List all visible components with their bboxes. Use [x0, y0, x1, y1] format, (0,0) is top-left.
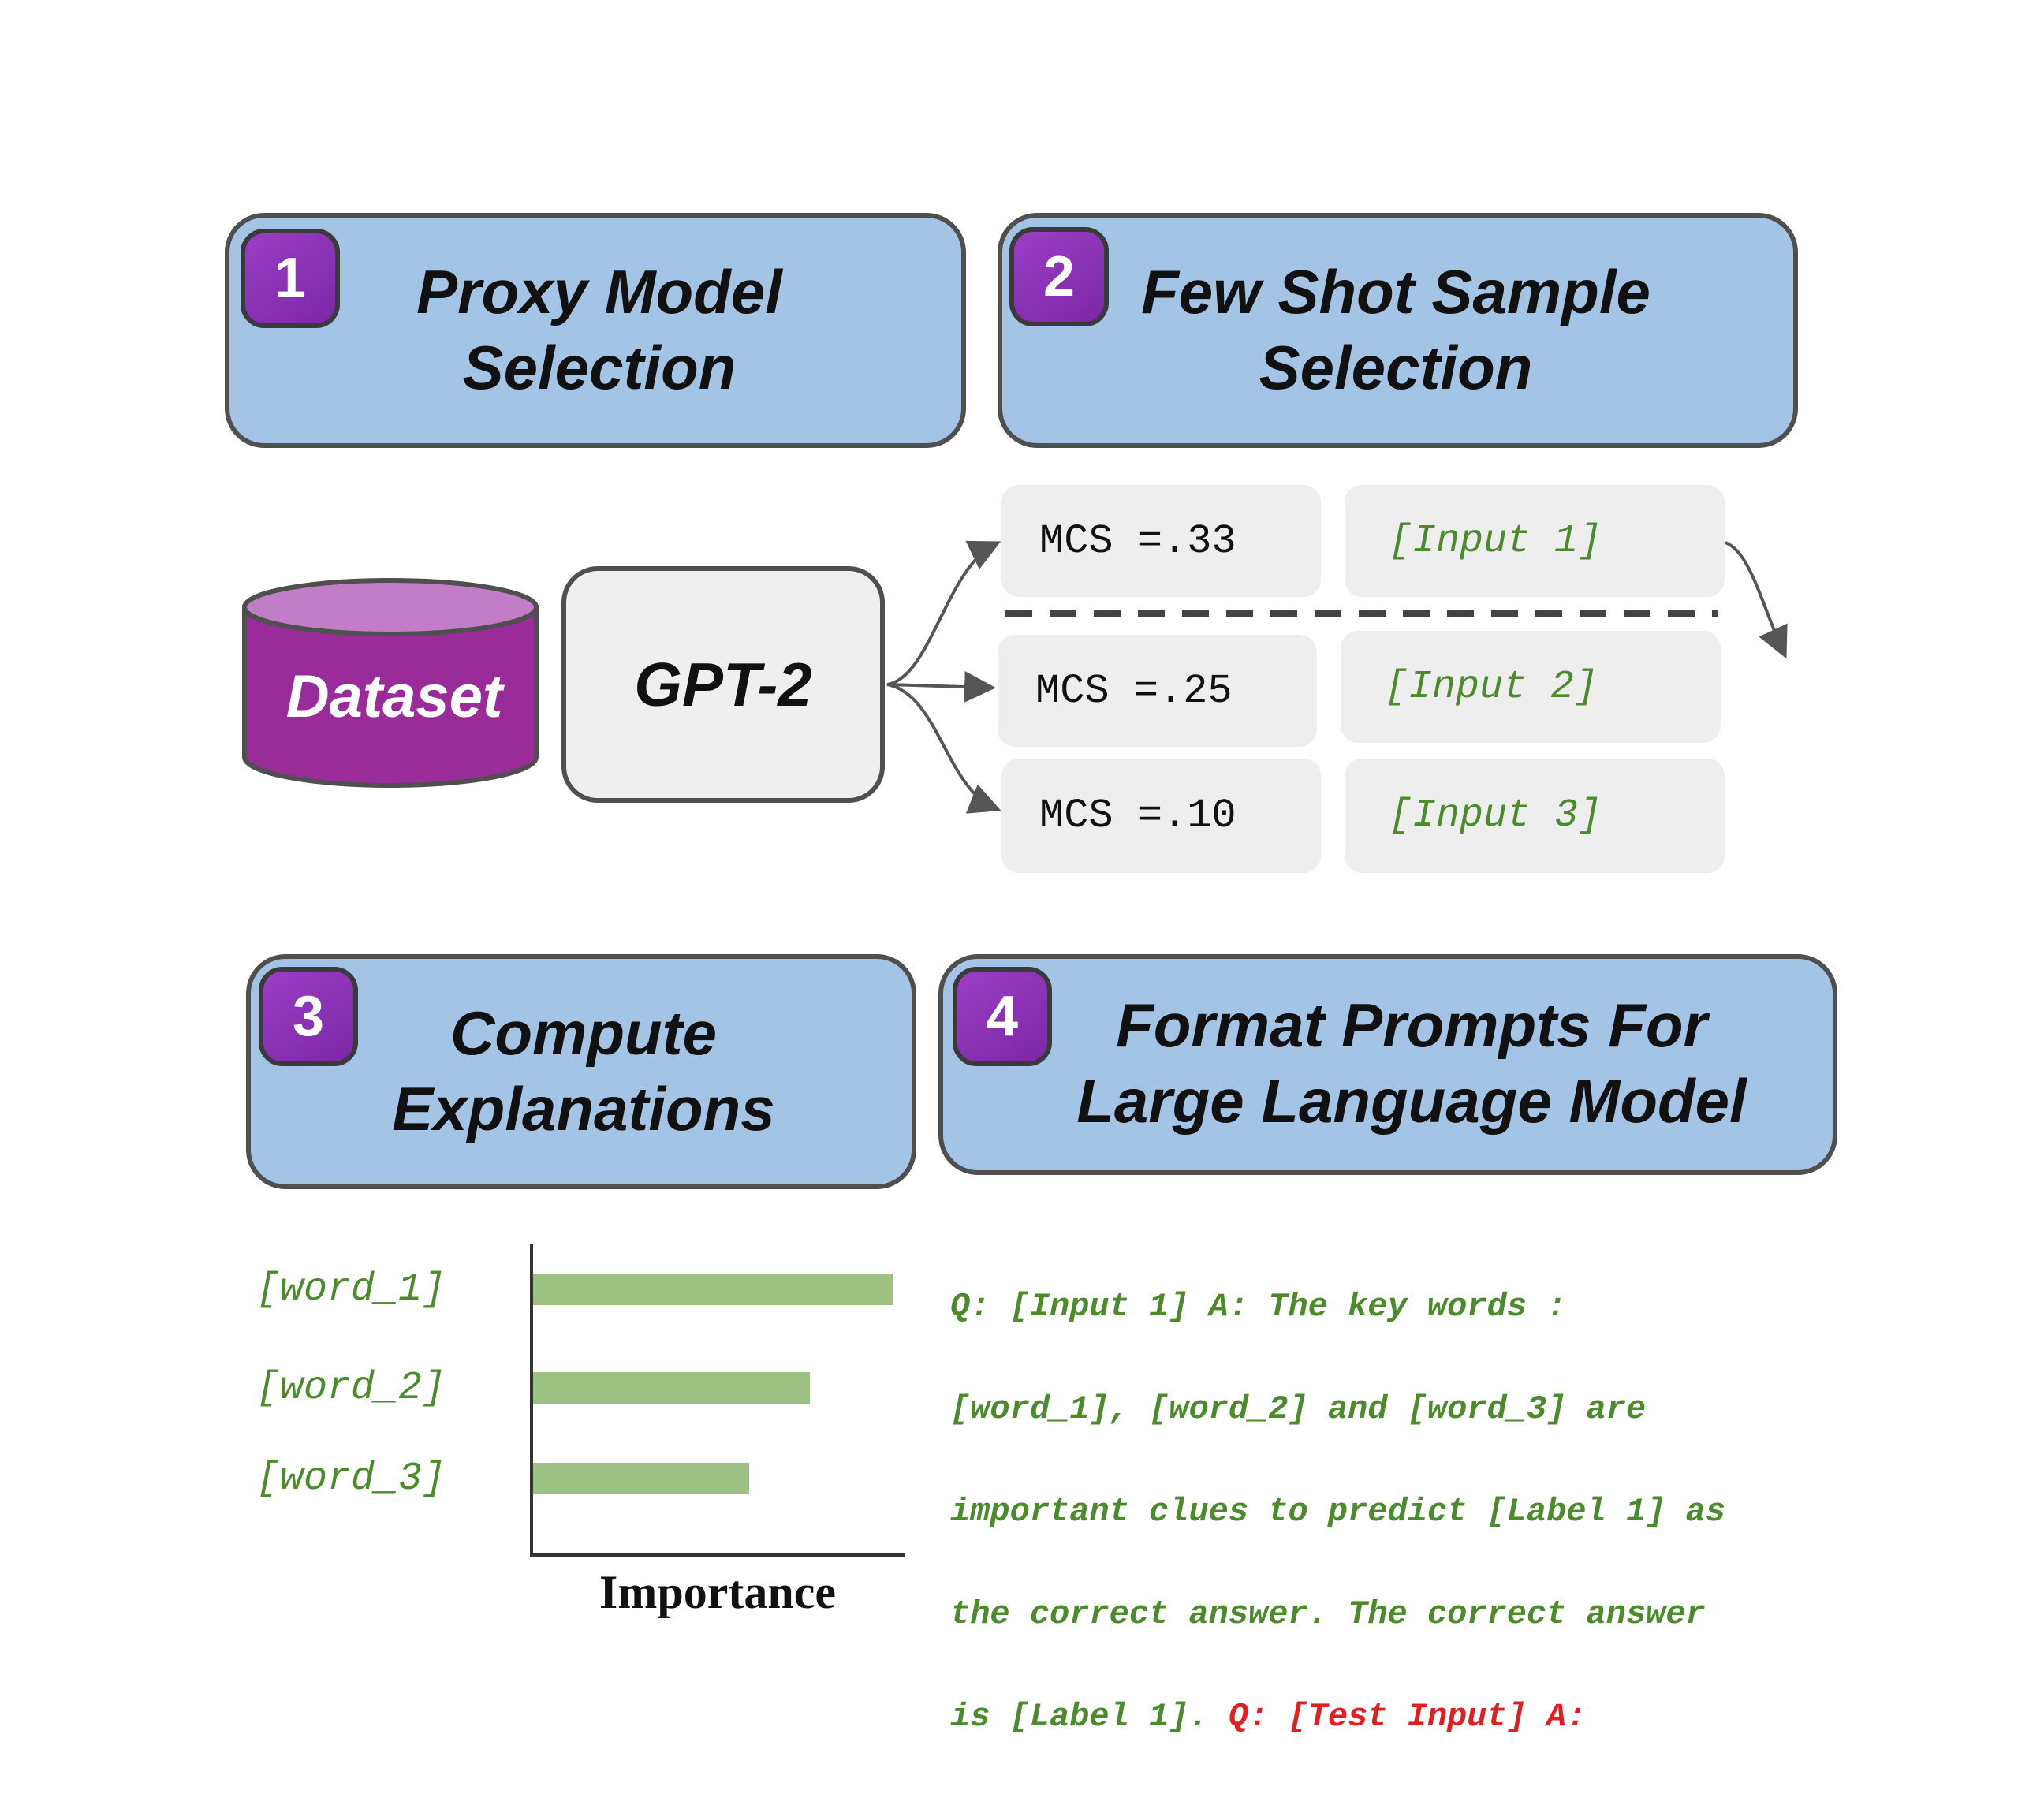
step-4-title-line2: Large Language Model — [1076, 1066, 1747, 1136]
step-2-title-line1: Few Shot Sample — [1141, 257, 1650, 326]
step-3-title-line1: Compute — [450, 998, 717, 1068]
sample-2-mcs: MCS =.25 — [998, 635, 1317, 747]
sample-3-input: [Input 3] — [1345, 759, 1725, 873]
step-3-title: Compute Explanations — [339, 995, 828, 1147]
sample-1-input: [Input 1] — [1345, 485, 1725, 597]
sample-1-mcs: MCS =.33 — [1001, 485, 1321, 597]
sample-2-input: [Input 2] — [1341, 631, 1721, 743]
prompt-line-3: important clues to predict [Label 1] as — [950, 1493, 1725, 1531]
prompt-line-5-green: is [Label 1]. — [950, 1698, 1229, 1736]
step-2-badge: 2 — [1009, 227, 1109, 326]
prompt-line-4: the correct answer. The correct answer — [950, 1595, 1706, 1633]
step-2-box — [998, 213, 1798, 448]
step-1-badge: 1 — [241, 229, 340, 328]
arrow-to-sample-3 — [886, 683, 1001, 814]
step-1-title-line1: Proxy Model — [416, 257, 782, 326]
prompt-line-2: [word_1], [word_2] and [word_3] are — [950, 1390, 1647, 1428]
dataset-label: Dataset — [285, 663, 503, 730]
prompt-line-5: is [Label 1]. Q: [Test Input] A: — [950, 1691, 1725, 1743]
step-2-title: Few Shot Sample Selection — [1104, 254, 1688, 405]
step-1-title: Proxy Model Selection — [331, 254, 867, 405]
step-4-title-line1: Format Prompts For — [1116, 990, 1707, 1060]
arrow-selected-out — [1725, 541, 1788, 659]
step-1-title-line2: Selection — [462, 333, 737, 402]
prompt-test-input: Q: [Test Input] A: — [1228, 1698, 1587, 1736]
flow-arrows — [886, 540, 1788, 814]
prompt-line-1: Q: [Input 1] A: The key words : — [950, 1288, 1567, 1326]
step-4-title: Format Prompts For Large Language Model — [1017, 987, 1806, 1139]
step-1-box — [225, 213, 966, 448]
dataset-cylinder — [242, 578, 539, 788]
step-4-box — [938, 954, 1837, 1175]
arrow-to-sample-2 — [886, 671, 996, 703]
step-2-title-line2: Selection — [1259, 333, 1533, 402]
formatted-prompt: Q: [Input 1] A: The key words : [word_1]… — [950, 1230, 1725, 1794]
gpt2-model-box: GPT-2 — [561, 566, 885, 803]
sample-3-mcs: MCS =.10 — [1001, 759, 1321, 873]
step-3-title-line2: Explanations — [392, 1074, 775, 1143]
arrow-to-sample-1 — [886, 540, 1001, 686]
step-3-badge: 3 — [259, 967, 358, 1066]
step-4-badge: 4 — [953, 967, 1052, 1066]
